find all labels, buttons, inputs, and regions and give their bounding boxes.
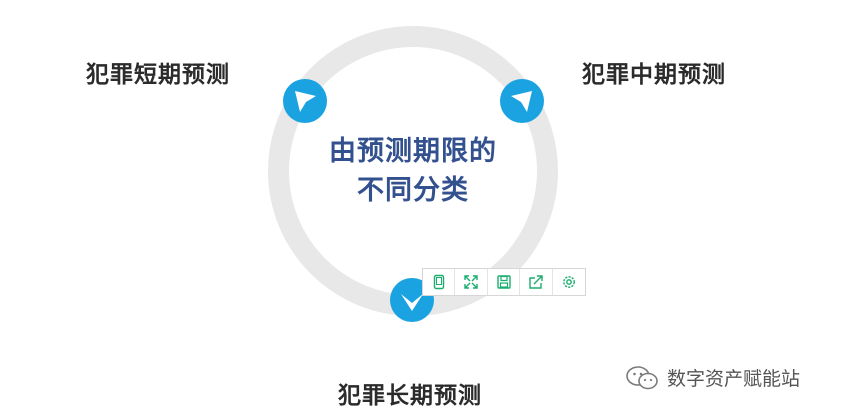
watermark: 数字资产赋能站 [625,364,800,391]
settings-icon [562,276,575,288]
watermark-text: 数字资产赋能站 [667,368,801,390]
save-button[interactable] [488,269,521,295]
tablet-icon [433,274,444,290]
fullscreen-icon [464,275,478,289]
share-button[interactable] [520,269,553,295]
tablet-view-button[interactable] [423,269,456,295]
center-title: 由预测期限的 不同分类 [318,132,508,210]
label-long-term: 犯罪长期预测 [338,382,482,409]
settings-button[interactable] [553,269,585,295]
image-toolbar [422,268,586,296]
short-term-arrow-icon [283,79,327,123]
label-mid-term: 犯罪中期预测 [582,61,726,88]
mid-term-arrow-icon [500,79,544,123]
save-icon [496,275,511,289]
share-icon [529,275,543,289]
label-short-term: 犯罪短期预测 [86,61,230,88]
fullscreen-button[interactable] [455,269,488,295]
center-title-line-2: 不同分类 [357,175,469,206]
center-title-line-1: 由预测期限的 [329,136,497,167]
wechat-icon [626,365,658,389]
